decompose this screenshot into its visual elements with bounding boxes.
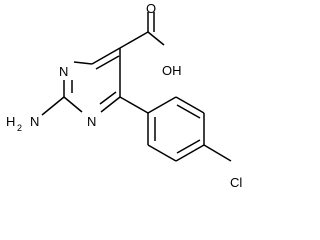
chlorophenyl-ring [119,96,232,162]
chemical-structure: N N N H 2 OH O Cl [6,1,242,190]
atom-label-amino-n: N [30,114,39,129]
bond-ph5-ph6 [147,144,177,162]
atom-label-n3: N [87,114,96,129]
bond-ph2-ph3-inner [176,104,201,119]
bond-c5-carboxyl-c [119,31,149,49]
bond-carboxyl-coh [147,31,165,46]
carboxyl-group [119,12,165,49]
atom-label-carbonyl-o: O [146,1,156,16]
bond-ph4-ph5-inner [176,139,201,154]
bond-c6-c5 [91,47,121,65]
atom-label-n1: N [59,64,68,79]
bond-c4-n3 [100,96,121,113]
bond-c4-n3-inner [99,91,117,105]
bond-ph4-ph5 [175,144,205,162]
bond-ph2-ph3 [175,96,205,114]
atom-label-amino-h: H [6,114,15,129]
bond-c4-phenyl [119,96,149,114]
bond-ph1-ph2 [147,96,177,114]
bond-n3-c2 [63,96,83,113]
bond-c2-amino [41,96,65,116]
atom-label-carboxyl-oh: OH [162,63,182,78]
atom-label-chlorine: Cl [230,175,242,190]
bond-c6-c5-inner [95,55,120,70]
atom-label-amino-h-count: 2 [17,123,22,133]
bond-n1-c6 [73,61,93,65]
bond-ph4-cl [203,144,232,162]
pyrimidine-ring [63,47,121,113]
